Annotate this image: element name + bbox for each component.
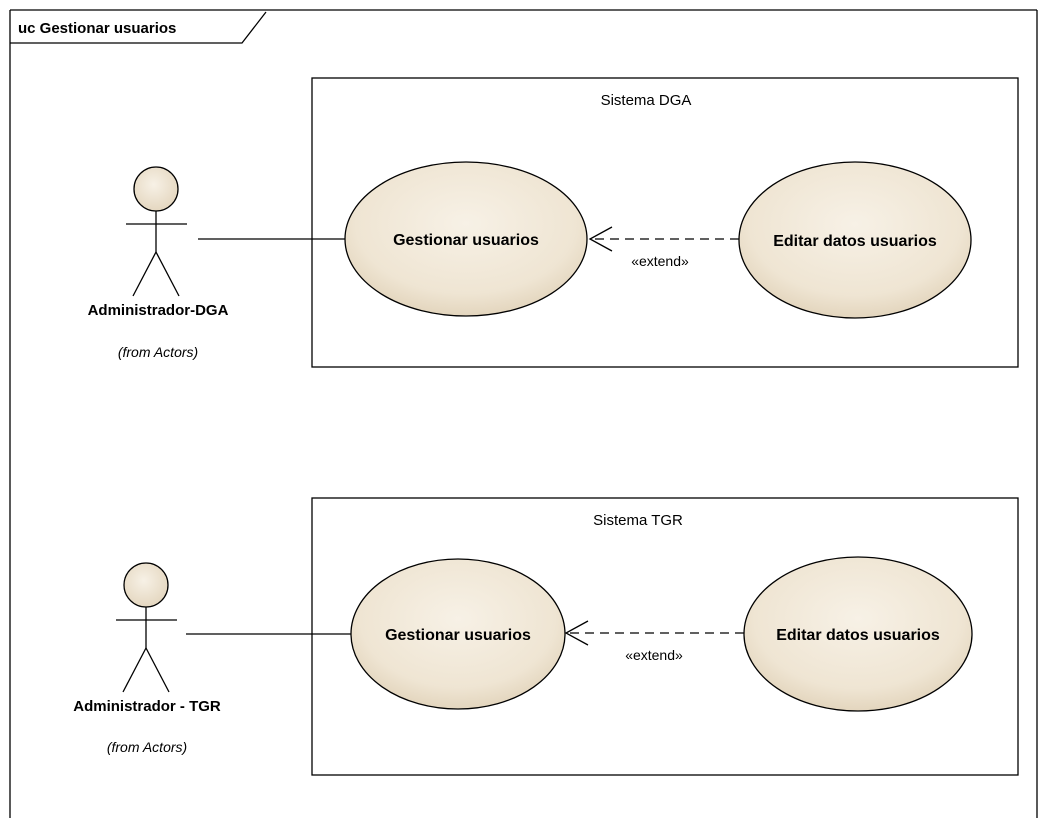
actor-name: Administrador-DGA [88, 302, 229, 319]
extend-arrowhead [564, 620, 589, 646]
actor-head [133, 166, 179, 212]
use-case-label: Editar datos usuarios [776, 627, 940, 644]
use-case-label: Gestionar usuarios [393, 232, 539, 249]
extend-stereotype: «extend» [625, 647, 683, 663]
frame-title-tab [10, 11, 267, 44]
actor-administrador-tgr: Administrador - TGR (from Actors) [73, 562, 221, 755]
system-dga: Sistema DGA Administrador-DGA (from Acto… [88, 77, 1019, 368]
actor-right-leg [145, 647, 170, 693]
actor-administrador-dga: Administrador-DGA (from Actors) [88, 166, 229, 360]
actor-left-leg [122, 647, 147, 693]
actor-package-note: (from Actors) [118, 344, 198, 360]
actor-head [123, 562, 169, 608]
extend-relation: «extend» [564, 620, 744, 663]
use-case-label: Editar datos usuarios [773, 233, 937, 250]
extend-relation: «extend» [588, 226, 739, 269]
actor-right-leg [155, 251, 180, 297]
extend-arrowhead [588, 226, 613, 252]
use-case-gestionar-usuarios: Gestionar usuarios [350, 558, 566, 710]
actor-package-note: (from Actors) [107, 739, 187, 755]
actor-name: Administrador - TGR [73, 698, 221, 715]
use-case-editar-datos-usuarios: Editar datos usuarios [743, 556, 973, 712]
system-name: Sistema TGR [593, 512, 683, 529]
diagram-frame: uc Gestionar usuarios [9, 9, 1038, 818]
system-name: Sistema DGA [601, 92, 692, 109]
extend-stereotype: «extend» [631, 253, 689, 269]
actor-left-leg [132, 251, 157, 297]
frame-title: uc Gestionar usuarios [18, 20, 176, 37]
use-case-editar-datos-usuarios: Editar datos usuarios [738, 161, 972, 319]
system-tgr: Sistema TGR Administrador - TGR (from Ac… [73, 497, 1019, 776]
use-case-label: Gestionar usuarios [385, 627, 531, 644]
use-case-gestionar-usuarios: Gestionar usuarios [344, 161, 588, 317]
